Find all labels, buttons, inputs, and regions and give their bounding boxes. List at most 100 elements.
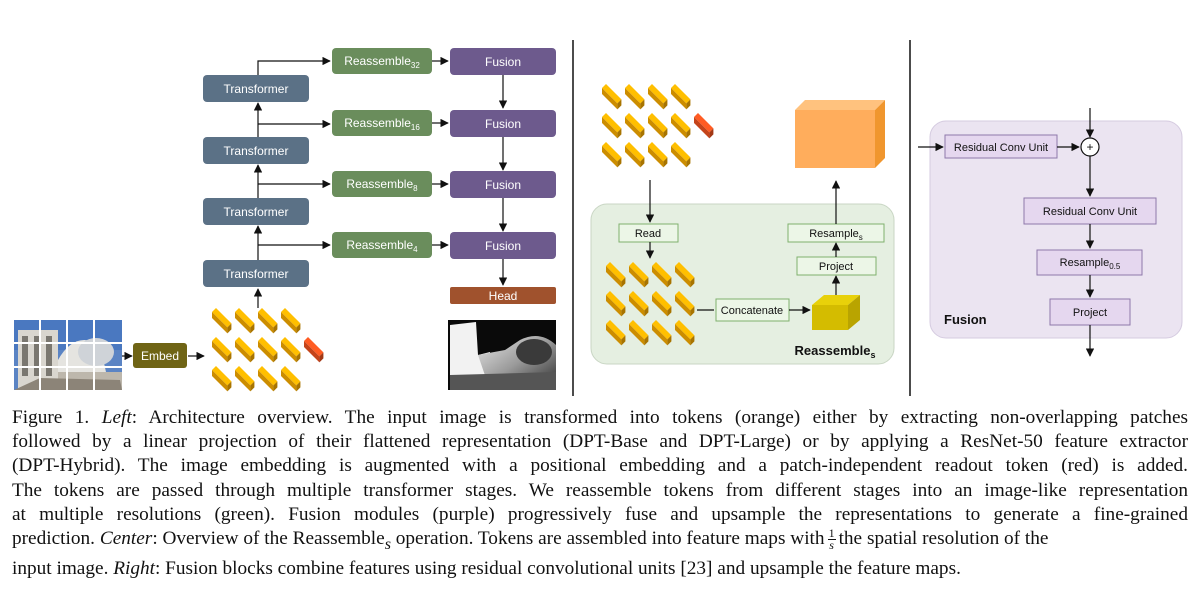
transformer-block-4 bbox=[203, 75, 309, 102]
caption-line-7: input image. Right: Fusion blocks combin… bbox=[12, 558, 961, 580]
right-term: Right bbox=[113, 558, 155, 580]
token bbox=[671, 142, 691, 168]
token bbox=[602, 84, 622, 110]
resample-label-center: Resamples bbox=[809, 228, 863, 242]
fusion-panel bbox=[929, 120, 1183, 339]
transformer-label-1: Transformer bbox=[224, 267, 289, 281]
token bbox=[652, 262, 672, 288]
caption-line-5: at multiple resolutions (green). Fusion … bbox=[12, 503, 1188, 525]
reassemble-block-8 bbox=[332, 171, 432, 197]
project-label-center: Project bbox=[819, 261, 853, 273]
residual-conv-label-2: Residual Conv Unit bbox=[1043, 206, 1137, 218]
token bbox=[652, 291, 672, 317]
token bbox=[629, 291, 649, 317]
caption-line-1: Figure 1. Left: Architecture overview. T… bbox=[12, 406, 1188, 430]
reassemble-label-8: Reassemble8 bbox=[346, 177, 418, 193]
token bbox=[648, 113, 668, 139]
caption-line-4: The tokens are passed through multiple t… bbox=[12, 479, 1188, 501]
readout-token bbox=[304, 337, 324, 363]
resample-label-right: Resample0.5 bbox=[1060, 257, 1121, 271]
reassemble-label-4: Reassemble4 bbox=[346, 238, 418, 254]
reassemble-label-32: Reassemble32 bbox=[344, 54, 420, 70]
token bbox=[629, 320, 649, 346]
architecture-figure: Embed Transformer Transformer Transforme… bbox=[14, 40, 1183, 396]
project-label-right: Project bbox=[1073, 307, 1107, 319]
token bbox=[235, 337, 255, 363]
read-box bbox=[618, 223, 679, 243]
depth-output-image bbox=[448, 320, 556, 390]
token bbox=[235, 366, 255, 392]
feature-map-cube-small bbox=[812, 295, 860, 330]
token bbox=[602, 142, 622, 168]
token bbox=[258, 337, 278, 363]
token bbox=[652, 320, 672, 346]
read-label: Read bbox=[635, 228, 661, 240]
token bbox=[602, 113, 622, 139]
figure-caption: Figure 1. Left: Architecture overview. T… bbox=[12, 406, 1188, 581]
token bbox=[212, 366, 232, 392]
fusion-block-1 bbox=[450, 48, 556, 75]
token bbox=[625, 142, 645, 168]
caption-seg1: : Architecture overview. The input image… bbox=[131, 407, 1188, 428]
reassemble-label-16: Reassemble16 bbox=[344, 116, 420, 132]
reassemble-block-4 bbox=[332, 232, 432, 258]
readout-token bbox=[694, 113, 714, 139]
transformer-label-2: Transformer bbox=[224, 205, 289, 219]
token-grid-bottom bbox=[606, 262, 695, 346]
token bbox=[675, 291, 695, 317]
head-block bbox=[450, 287, 556, 304]
plus-symbol: + bbox=[1086, 140, 1093, 154]
token bbox=[625, 84, 645, 110]
token bbox=[281, 308, 301, 334]
embed-label: Embed bbox=[141, 349, 179, 363]
token bbox=[675, 262, 695, 288]
caption-line-2: followed by a linear projection of their… bbox=[12, 431, 1188, 453]
token bbox=[606, 262, 626, 288]
transformer-label-4: Transformer bbox=[224, 82, 289, 96]
token bbox=[212, 337, 232, 363]
fusion-block-2 bbox=[450, 110, 556, 137]
token-grid-left bbox=[212, 308, 324, 392]
token bbox=[606, 291, 626, 317]
token-grid-top bbox=[602, 84, 714, 168]
fusion-block-3 bbox=[450, 171, 556, 198]
caption-line-3: (DPT-Hybrid). The image embedding is aug… bbox=[12, 455, 1188, 477]
token bbox=[281, 337, 301, 363]
fusion-label-3: Fusion bbox=[485, 178, 521, 192]
token bbox=[629, 262, 649, 288]
token bbox=[671, 84, 691, 110]
token bbox=[281, 366, 301, 392]
token bbox=[258, 366, 278, 392]
caption-line-6: prediction. Center: Overview of the Reas… bbox=[12, 526, 1049, 553]
fusion-label-2: Fusion bbox=[485, 117, 521, 131]
token bbox=[648, 142, 668, 168]
fusion-label-1: Fusion bbox=[485, 55, 521, 69]
project-box-right bbox=[1049, 298, 1131, 326]
fusion-panel-title: Fusion bbox=[944, 312, 987, 327]
head-label: Head bbox=[489, 289, 518, 303]
token bbox=[675, 320, 695, 346]
token bbox=[671, 113, 691, 139]
feature-map-cube-large bbox=[795, 100, 885, 168]
concatenate-label: Concatenate bbox=[721, 305, 783, 317]
fusion-label-4: Fusion bbox=[485, 239, 521, 253]
left-term: Left bbox=[101, 407, 132, 428]
figure-label: Figure 1. bbox=[12, 407, 90, 428]
fusion-block-4 bbox=[450, 232, 556, 259]
transformer-block-3 bbox=[203, 137, 309, 164]
patch-grid bbox=[14, 320, 122, 390]
token bbox=[625, 113, 645, 139]
token bbox=[606, 320, 626, 346]
transformer-block-2 bbox=[203, 198, 309, 225]
transformer-block-1 bbox=[203, 260, 309, 287]
center-term: Center bbox=[99, 528, 153, 550]
transformer-label-3: Transformer bbox=[224, 144, 289, 158]
token bbox=[648, 84, 668, 110]
token bbox=[235, 308, 255, 334]
reassemble-block-32 bbox=[332, 48, 432, 74]
token bbox=[212, 308, 232, 334]
reassemble-block-16 bbox=[332, 110, 432, 136]
token bbox=[258, 308, 278, 334]
embed-box bbox=[133, 343, 187, 368]
